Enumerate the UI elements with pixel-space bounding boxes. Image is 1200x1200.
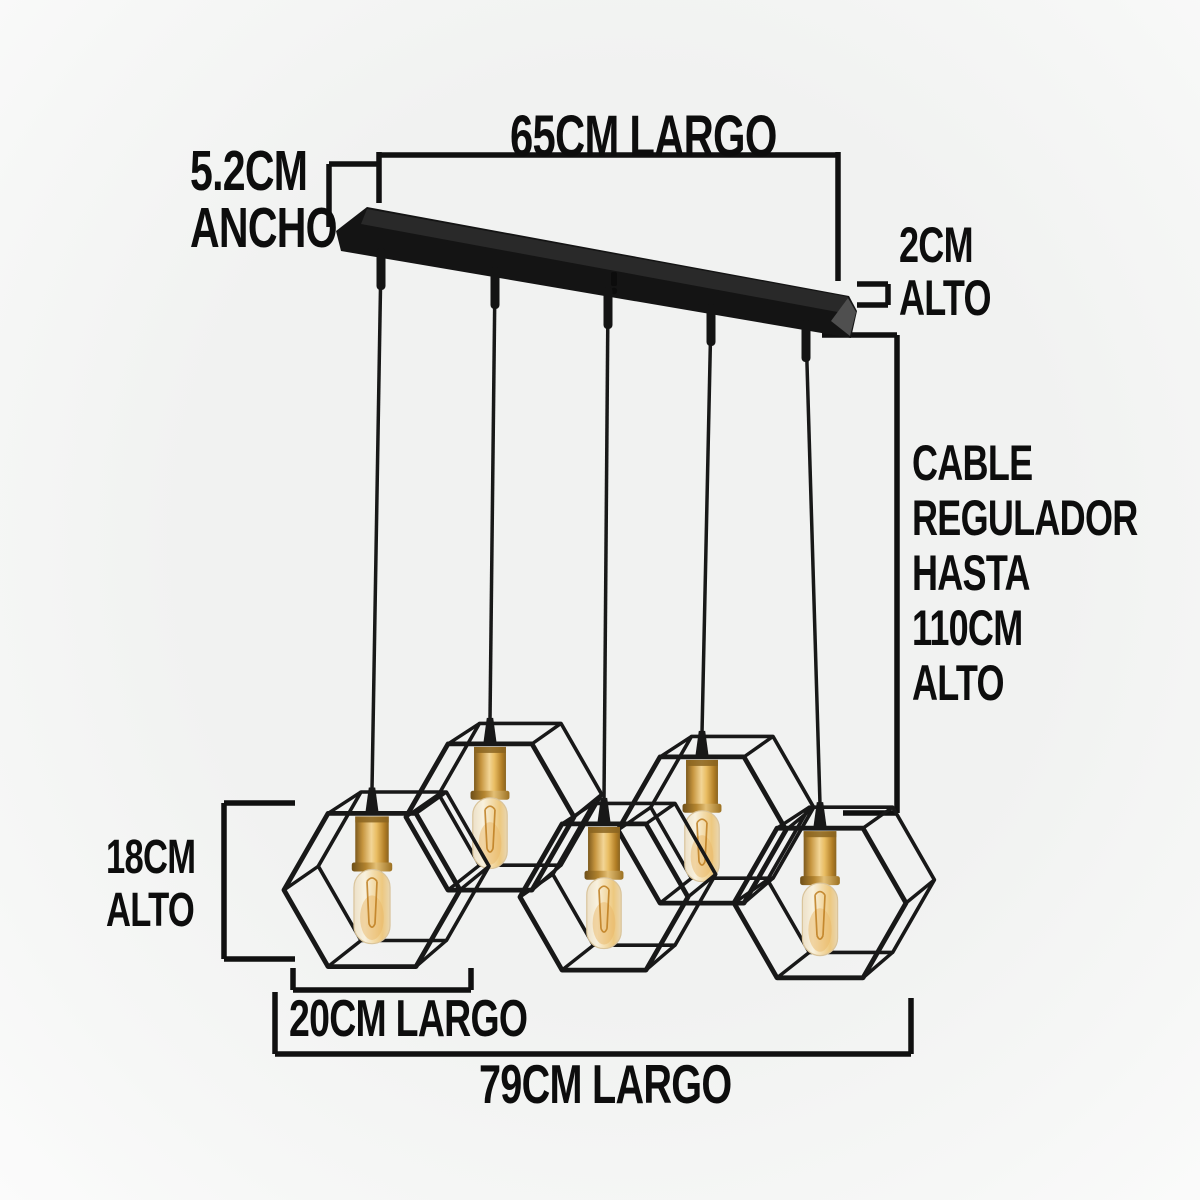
dim-label-fixture-length: 79CM LARGO <box>479 1053 732 1115</box>
bulb-glow <box>478 822 502 865</box>
cage-connector-wires <box>519 802 717 972</box>
dim-label-shade-height-line1: 18CM <box>106 831 196 884</box>
cable-ferrule-5 <box>801 320 811 362</box>
pendant-lamp-2 <box>403 717 604 893</box>
lamp-socket-top-ring <box>686 759 718 766</box>
lamp-socket <box>803 831 837 880</box>
lamp-socket <box>686 759 718 807</box>
cable-strain-relief <box>365 787 379 816</box>
lamp-socket-lip <box>470 790 510 800</box>
pendant-cable-4 <box>700 313 713 733</box>
dim-label-shade-width: 20CM LARGO <box>289 990 528 1048</box>
pendant-lamp-1 <box>281 787 491 969</box>
lamp-socket-top-ring <box>474 746 506 753</box>
dim-label-cable-line3: HASTA <box>912 545 1030 601</box>
cage-connector-wires <box>733 805 936 980</box>
lamp-socket-top-ring <box>803 831 837 838</box>
bulb-glow <box>690 835 714 878</box>
dimension-lines <box>221 152 914 1057</box>
bulb-filament <box>366 877 378 929</box>
bulb-filament <box>484 805 496 853</box>
cable-ferrule-3 <box>603 287 613 329</box>
dim-label-cable-line5: ALTO <box>912 655 1005 711</box>
lamp-socket <box>474 746 506 794</box>
canopy-screw <box>611 272 617 286</box>
dim-label-shade-height-line2: ALTO <box>106 883 195 937</box>
cable-strain-relief <box>813 802 827 831</box>
cable-ferrule-4 <box>706 304 716 346</box>
bulb-filament <box>814 890 826 940</box>
pendant-cable-1 <box>370 257 383 790</box>
cable-strain-relief <box>695 730 709 759</box>
cage-front-hexagon <box>731 825 909 981</box>
pendant-lamp-5 <box>731 802 937 981</box>
bulb-glow <box>808 908 832 952</box>
ceiling-canopy <box>336 207 857 338</box>
pendant-lamps <box>281 717 937 981</box>
bulb-filament <box>598 885 610 933</box>
canopy-end-cap <box>831 298 856 336</box>
dim-label-canopy-width-line2: ANCHO <box>190 196 338 260</box>
lamp-socket-lip <box>584 870 624 880</box>
canopy-top-face <box>361 209 848 313</box>
lamp-socket-lip <box>351 862 393 872</box>
pendant-cables <box>370 248 822 805</box>
lamp-socket-top-ring <box>355 816 389 823</box>
dim-label-canopy-length: 65CM LARGO <box>510 104 777 169</box>
dim-label-canopy-width: 5.2CM ANCHO <box>190 139 338 260</box>
dim-label-canopy-height-line1: 2CM <box>899 217 974 273</box>
pendant-lamp-3 <box>517 797 718 973</box>
dim-label-shade-height: 18CM ALTO <box>106 831 196 938</box>
lamp-socket <box>588 826 620 874</box>
cable-ferrule-2 <box>490 267 500 309</box>
cable-strain-relief <box>597 797 611 826</box>
cage-connector-wires <box>283 790 491 968</box>
dim-label-canopy-height: 2CM ALTO <box>899 217 992 326</box>
pendant-cable-5 <box>804 329 822 805</box>
lamp-socket-lip <box>800 876 840 886</box>
dim-label-canopy-height-line2: ALTO <box>899 270 992 326</box>
dim-label-cable-line1: CABLE <box>912 435 1033 491</box>
lamp-socket-top-ring <box>588 826 620 833</box>
dim-label-cable-line2: REGULADOR <box>912 490 1138 546</box>
lamp-socket <box>355 816 389 866</box>
dim-label-cable-adjustable: CABLE REGULADOR HASTA 110CM ALTO <box>912 436 1138 711</box>
bulb-glow <box>360 895 384 940</box>
bulb-glow <box>592 902 616 945</box>
cable-strain-relief <box>483 717 497 746</box>
dim-label-cable-line4: 110CM <box>912 600 1023 656</box>
cage-front-hexagon <box>517 821 691 973</box>
pendant-cable-3 <box>602 296 610 800</box>
cable-ferrule-1 <box>376 248 386 290</box>
cage-connector-wires <box>617 735 815 905</box>
lamp-socket-lip <box>682 803 722 813</box>
cage-front-hexagon <box>281 811 463 969</box>
pendant-cable-2 <box>488 276 497 720</box>
dim-label-canopy-width-line1: 5.2CM <box>190 139 308 203</box>
